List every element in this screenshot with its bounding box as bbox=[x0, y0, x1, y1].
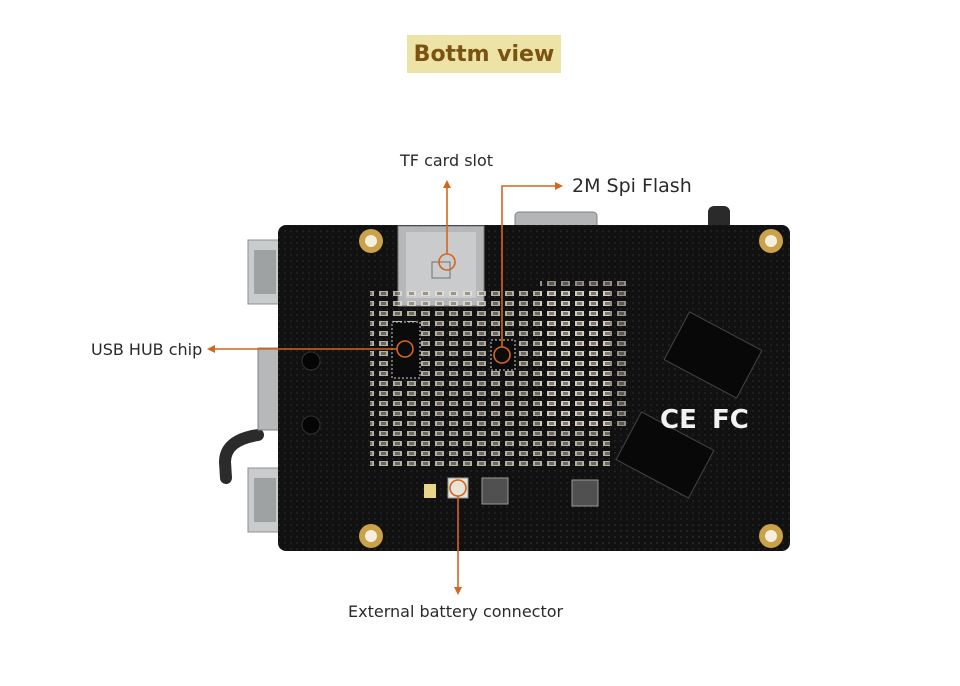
fc-mark: FC bbox=[712, 405, 749, 435]
spi-flash-label: 2M Spi Flash bbox=[572, 175, 692, 197]
inductor bbox=[571, 479, 599, 507]
mounting-hole bbox=[759, 229, 783, 253]
battery-connector bbox=[447, 477, 469, 499]
mounting-hole bbox=[359, 524, 383, 548]
screw bbox=[301, 415, 321, 435]
spi-leader bbox=[501, 185, 556, 347]
usb-port-bottom bbox=[247, 467, 283, 533]
page-title: Bottm view bbox=[407, 35, 561, 73]
usb-hub-chip-label: USB HUB chip bbox=[91, 340, 203, 359]
mounting-hole bbox=[759, 524, 783, 548]
ram-chip bbox=[615, 411, 715, 499]
mounting-hole bbox=[359, 229, 383, 253]
spi-flash-chip bbox=[490, 339, 516, 371]
screw bbox=[301, 351, 321, 371]
audio-jack bbox=[708, 206, 730, 230]
usb-port-top bbox=[247, 239, 283, 305]
ram-chip bbox=[663, 311, 763, 399]
inductor bbox=[481, 477, 509, 505]
tf-card-slot-label: TF card slot bbox=[400, 151, 494, 170]
external-battery-label: External battery connector bbox=[348, 602, 564, 621]
smd-part bbox=[424, 484, 436, 498]
usb-hub-chip bbox=[391, 321, 421, 379]
cable bbox=[218, 429, 264, 484]
gpio-header bbox=[448, 520, 738, 546]
ethernet-port bbox=[257, 347, 281, 431]
ce-mark: CE bbox=[660, 405, 697, 435]
